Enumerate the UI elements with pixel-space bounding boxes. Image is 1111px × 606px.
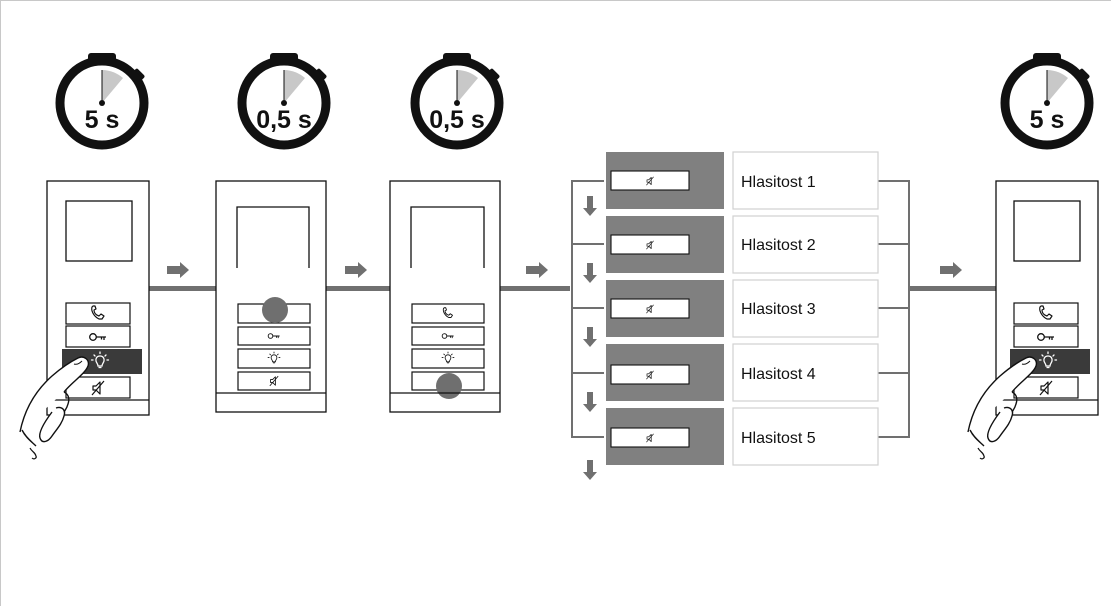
volume-level-4: Hlasitost 4 — [606, 343, 879, 402]
volume-level-label: Hlasitost 2 — [741, 237, 816, 254]
arrow-down-icon — [583, 196, 597, 216]
arrow-right-icon — [345, 262, 367, 278]
timer-label: 5 s — [1030, 106, 1065, 134]
volume-level-label: Hlasitost 1 — [741, 174, 816, 191]
timer-2: 0,5 s — [242, 53, 327, 145]
arrow-right-icon — [526, 262, 548, 278]
arrow-down-icon — [583, 327, 597, 347]
call-button — [411, 303, 485, 324]
volume-level-label: Hlasitost 3 — [741, 301, 816, 318]
light-button — [411, 348, 485, 369]
call-button — [65, 302, 131, 325]
display-screen — [410, 206, 485, 268]
arrow-right-icon — [940, 262, 962, 278]
press-dot-icon — [262, 297, 288, 323]
volume-level-3: Hlasitost 3 — [606, 279, 879, 338]
timer-label: 0,5 s — [256, 106, 312, 134]
volume-ladder — [571, 180, 910, 480]
volume-level-5: Hlasitost 5 — [606, 407, 879, 466]
timer-label: 5 s — [85, 106, 120, 134]
timer-3: 0,5 s — [415, 53, 500, 145]
intercom-panel-3 — [389, 180, 501, 413]
arrow-down-icon — [583, 392, 597, 412]
volume-level-1: Hlasitost 1 — [606, 151, 879, 210]
display-screen — [236, 206, 310, 268]
volume-level-label: Hlasitost 5 — [741, 430, 816, 447]
display-screen — [65, 200, 133, 262]
arrow-down-icon — [583, 460, 597, 480]
connector-lines — [148, 286, 996, 291]
press-dot-icon — [436, 373, 462, 399]
timer-4: 5 s — [1005, 53, 1090, 145]
arrow-right-icon — [167, 262, 189, 278]
call-button — [1013, 302, 1079, 325]
arrow-down-icon — [583, 263, 597, 283]
volume-level-2: Hlasitost 2 — [606, 215, 879, 274]
timer-1: 5 s — [60, 53, 145, 145]
intercom-panel-1 — [19, 180, 150, 460]
timer-label: 0,5 s — [429, 106, 485, 134]
volume-level-label: Hlasitost 4 — [741, 366, 816, 383]
light-button — [237, 348, 311, 369]
intercom-panel-4 — [967, 180, 1099, 460]
display-screen — [1013, 200, 1081, 262]
intercom-panel-2 — [215, 180, 327, 413]
